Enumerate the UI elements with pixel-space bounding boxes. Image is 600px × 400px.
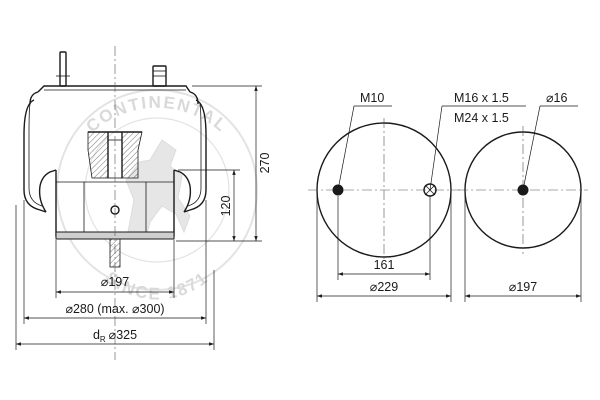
watermark-top-text: CONTINENTAL xyxy=(83,93,232,136)
bellow-diameter-label: ⌀280 (max. ⌀300) xyxy=(65,302,164,316)
bolt-thread-label: M10 xyxy=(360,91,384,105)
dr-diameter-label: dR⌀325 xyxy=(93,328,137,344)
bottom-plate-diameter-label: ⌀197 xyxy=(509,280,537,294)
bottom-plate-view: ⌀16 ⌀197 xyxy=(458,91,588,302)
height-piston-label: 120 xyxy=(219,196,233,217)
leader-center-hole xyxy=(522,105,541,191)
top-plate-diameter-label: ⌀229 xyxy=(370,280,398,294)
center-hole-label: ⌀16 xyxy=(546,91,567,105)
side-view: 270 120 ⌀197 ⌀280 (max. ⌀300) dR⌀325 xyxy=(15,46,272,360)
air-thread-label-1: M16 x 1.5 xyxy=(454,91,509,105)
leader-air-fitting xyxy=(429,105,443,191)
height-total-label: 270 xyxy=(258,153,272,174)
top-stud-left xyxy=(59,51,67,87)
bolt-spacing-label: 161 xyxy=(374,258,395,272)
leader-m10 xyxy=(337,105,355,191)
bumper-left xyxy=(87,131,109,179)
top-plate-view: M10 M16 x 1.5 M24 x 1.5 161 ⌀229 xyxy=(308,91,526,302)
rubber-bellow xyxy=(23,99,47,213)
air-thread-label-2: M24 x 1.5 xyxy=(454,111,509,125)
piston-diameter-label: ⌀197 xyxy=(101,275,129,289)
